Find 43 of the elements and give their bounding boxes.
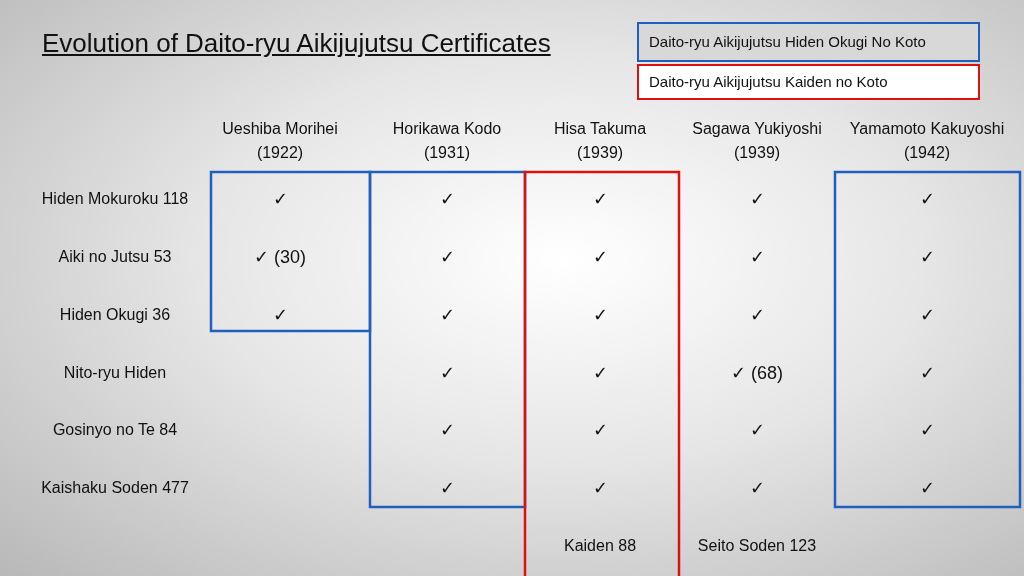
check-mark: ✓ [919,477,935,500]
check-mark: ✓ [272,188,288,211]
legend-item: Daito-ryu Aikijujutsu Hiden Okugi No Koto [637,22,980,62]
check-mark: ✓ [439,188,455,211]
check-mark: ✓ [592,477,608,500]
check-mark: ✓ [439,477,455,500]
table-cell-text: Kaiden 88 [563,536,637,556]
check-mark: ✓ [592,419,608,442]
check-mark: ✓ [919,362,935,385]
check-mark: ✓ [272,304,288,327]
row-header: Hiden Mokuroku 118 [41,189,189,209]
row-header: Nito-ryu Hiden [63,363,167,383]
check-mark: ✓ [749,304,765,327]
column-header: Yamamoto Kakuyoshi (1942) [848,119,1006,163]
column-header: Horikawa Kodo (1931) [391,119,503,163]
check-mark: ✓ [749,477,765,500]
row-header: Hiden Okugi 36 [59,305,171,325]
check-mark: ✓ [439,419,455,442]
check-mark: ✓ [749,419,765,442]
check-mark: ✓ [919,419,935,442]
legend-item: Daito-ryu Aikijujutsu Kaiden no Koto [637,64,980,100]
check-mark: ✓ [592,362,608,385]
column-header: Ueshiba Morihei (1922) [221,119,339,163]
check-mark: ✓ [592,304,608,327]
check-mark: ✓ [919,304,935,327]
row-header: Kaishaku Soden 477 [41,478,189,498]
title-heading: Evolution of Daito-ryu Aikijujutsu Certificates [42,28,551,59]
check-mark: ✓ [592,188,608,211]
check-mark: ✓ [919,188,935,211]
check-mark: ✓ [592,246,608,269]
table-cell-text: Seito Soden 123 [697,536,817,556]
check-mark: ✓ (30) [254,246,306,269]
check-mark: ✓ [439,246,455,269]
row-header: Gosinyo no Te 84 [52,420,178,440]
check-mark: ✓ [919,246,935,269]
check-mark: ✓ [439,362,455,385]
row-header: Aiki no Jutsu 53 [58,247,172,267]
check-mark: ✓ [439,304,455,327]
check-mark: ✓ [749,188,765,211]
column-header: Sagawa Yukiyoshi (1939) [691,119,823,163]
check-mark: ✓ (68) [731,362,783,385]
column-header: Hisa Takuma (1939) [552,119,648,163]
check-mark: ✓ [749,246,765,269]
